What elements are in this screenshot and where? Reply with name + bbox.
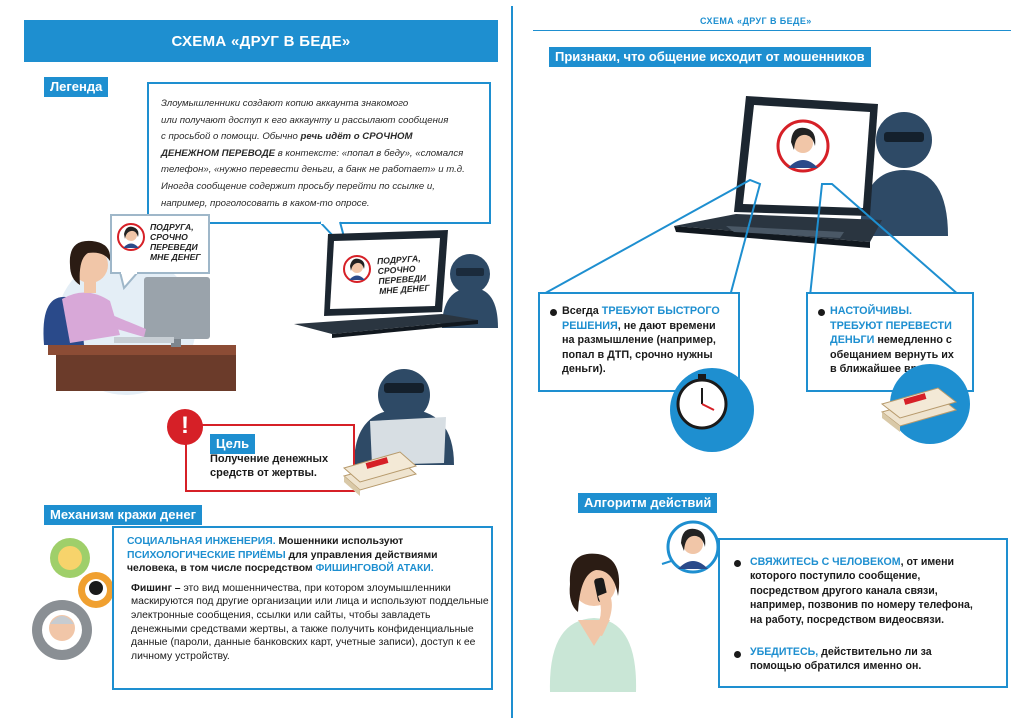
woman-at-computer-illustration	[43, 240, 236, 395]
signs-tag: Признаки, что общение исходит от мошенни…	[549, 47, 871, 67]
speech-bubble-tail	[119, 272, 139, 291]
legend-line-4: ДЕНЕЖНОМ ПЕРЕВОДЕ в контексте: «попал в …	[161, 146, 479, 163]
psych-techniques-term: ПСИХОЛОГИЧЕСКИЕ ПРИЁМЫ	[127, 549, 286, 561]
scammer-avatar-icon	[776, 119, 830, 173]
pointer-lines	[540, 178, 961, 297]
make-sure-highlight: УБЕДИТЕСЬ,	[750, 646, 819, 658]
mechanism-line-2-rest: для управления действиями	[285, 549, 438, 561]
legend-line-3a: с просьбой о помощи. Обычно	[161, 131, 301, 143]
algorithm-box	[718, 538, 1008, 688]
gears-illustration	[32, 538, 114, 660]
legend-line-4b: в контексте: «попал в беду», «сломался	[275, 147, 464, 159]
algorithm-tag: Алгоритм действий	[578, 493, 718, 513]
mechanism-line-2: ПСИХОЛОГИЧЕСКИЕ ПРИЁМЫ для управления де…	[127, 549, 489, 563]
page-divider	[511, 6, 513, 718]
mechanism-line-1-rest: Мошенники используют	[275, 536, 404, 547]
phishing-definition: Фишинг – это вид мошенничества, при кото…	[127, 582, 489, 664]
laptop-with-scammer-illustration	[674, 96, 948, 248]
legend-line-3: с просьбой о помощи. Обычно речь идёт о …	[161, 129, 479, 146]
phishing-attack-term: ФИШИНГОВОЙ АТАКИ.	[315, 563, 434, 575]
algorithm-step-1-text: , от имени которого поступило сообщение,…	[750, 556, 973, 626]
legend-line-1: Злоумышленники создают копию аккаунта зн…	[161, 98, 409, 109]
alert-icon-mark: !	[181, 412, 189, 439]
stopwatch-icon	[670, 368, 754, 452]
alert-icon	[167, 409, 203, 445]
right-header-line	[533, 30, 1011, 31]
algorithm-step-1: СВЯЖИТЕСЬ С ЧЕЛОВЕКОМ, от имени которого…	[750, 555, 980, 627]
goal-text: Получение денежных средств от жертвы.	[210, 453, 329, 479]
legend-emphasis-2: ДЕНЕЖНОМ ПЕРЕВОДЕ	[161, 147, 276, 159]
legend-line-6: Иногда сообщение содержит просьбу перейт…	[161, 180, 435, 192]
banner-title: СХЕМА «ДРУГ В БЕДЕ»	[171, 32, 351, 50]
friend-avatar-icon	[343, 255, 371, 283]
friend-avatar-icon	[117, 223, 145, 251]
bullet-dot	[818, 309, 825, 316]
mechanism-box	[112, 526, 493, 690]
mechanism-line-1: СОЦИАЛЬНАЯ ИНЖЕНЕРИЯ. Мошенники использу…	[127, 535, 489, 549]
goal-tag: Цель	[210, 434, 256, 454]
sign-2-highlight: НАСТОЙЧИВЫ. ТРЕБУЮТ ПЕРЕВЕСТИ ДЕНЬГИ	[830, 305, 952, 347]
bubble-message: ПОДРУГА, СРОЧНО ПЕРЕВЕДИ МНЕ ДЕНЕГ	[150, 222, 201, 262]
mechanism-line-3-rest: человека, в том числе посредством	[127, 563, 316, 575]
bullet-dot	[734, 651, 741, 658]
mechanism-line-3: человека, в том числе посредством ФИШИНГ…	[127, 562, 489, 576]
mechanism-text: СОЦИАЛЬНАЯ ИНЖЕНЕРИЯ. Мошенники использу…	[127, 535, 489, 663]
legend-line-5: телефон», «нужно перевести деньги, а бан…	[161, 164, 465, 176]
laptop-screen-message: ПОДРУГА, СРОЧНО ПЕРЕВЕДИ МНЕ ДЕНЕГ	[376, 253, 430, 297]
legend-line-2: или получают доступ к его аккаунту и рас…	[161, 114, 449, 126]
algorithm-step-2-text: действительно ли за помощью обратился им…	[750, 646, 932, 673]
phishing-term: Фишинг –	[131, 582, 181, 594]
contact-person-highlight: СВЯЖИТЕСЬ С ЧЕЛОВЕКОМ	[750, 556, 901, 568]
money-stack-icon	[880, 364, 970, 444]
legend-tag: Легенда	[44, 77, 109, 97]
page-banner: СХЕМА «ДРУГ В БЕДЕ»	[24, 20, 498, 62]
mechanism-tag: Механизм кражи денег	[44, 505, 203, 525]
legend-box: Злоумышленники создают копию аккаунта зн…	[147, 82, 491, 224]
bullet-dot	[550, 309, 557, 316]
algorithm-step-2: УБЕДИТЕСЬ, действительно ли за помощью о…	[750, 645, 980, 674]
hacker-illustration	[354, 369, 454, 465]
right-page-header: СХЕМА «ДРУГ В БЕДЕ»	[700, 16, 812, 26]
money-stack-icon	[342, 451, 418, 496]
legend-line-7: например, проголосовать в каком-то опрос…	[161, 197, 370, 209]
phishing-definition-text: это вид мошенничества, при котором злоум…	[131, 582, 489, 662]
sign-2-text: немедленно с обещанием вернуть их в ближ…	[830, 334, 954, 376]
bullet-dot	[734, 560, 741, 567]
social-engineering-term: СОЦИАЛЬНАЯ ИНЖЕНЕРИЯ.	[127, 536, 276, 547]
woman-on-phone-illustration	[549, 553, 637, 692]
sign-1-highlight: ТРЕБУЮТ БЫСТРОГО РЕШЕНИЯ	[562, 305, 720, 332]
legend-emphasis-1: речь идёт о СРОЧНОМ	[300, 131, 413, 143]
friend-avatar-icon	[666, 520, 720, 574]
sign-1-text-b: , не дают времени на размышление (наприм…	[562, 319, 716, 376]
sign-1-text-a: Всегда	[562, 305, 602, 317]
